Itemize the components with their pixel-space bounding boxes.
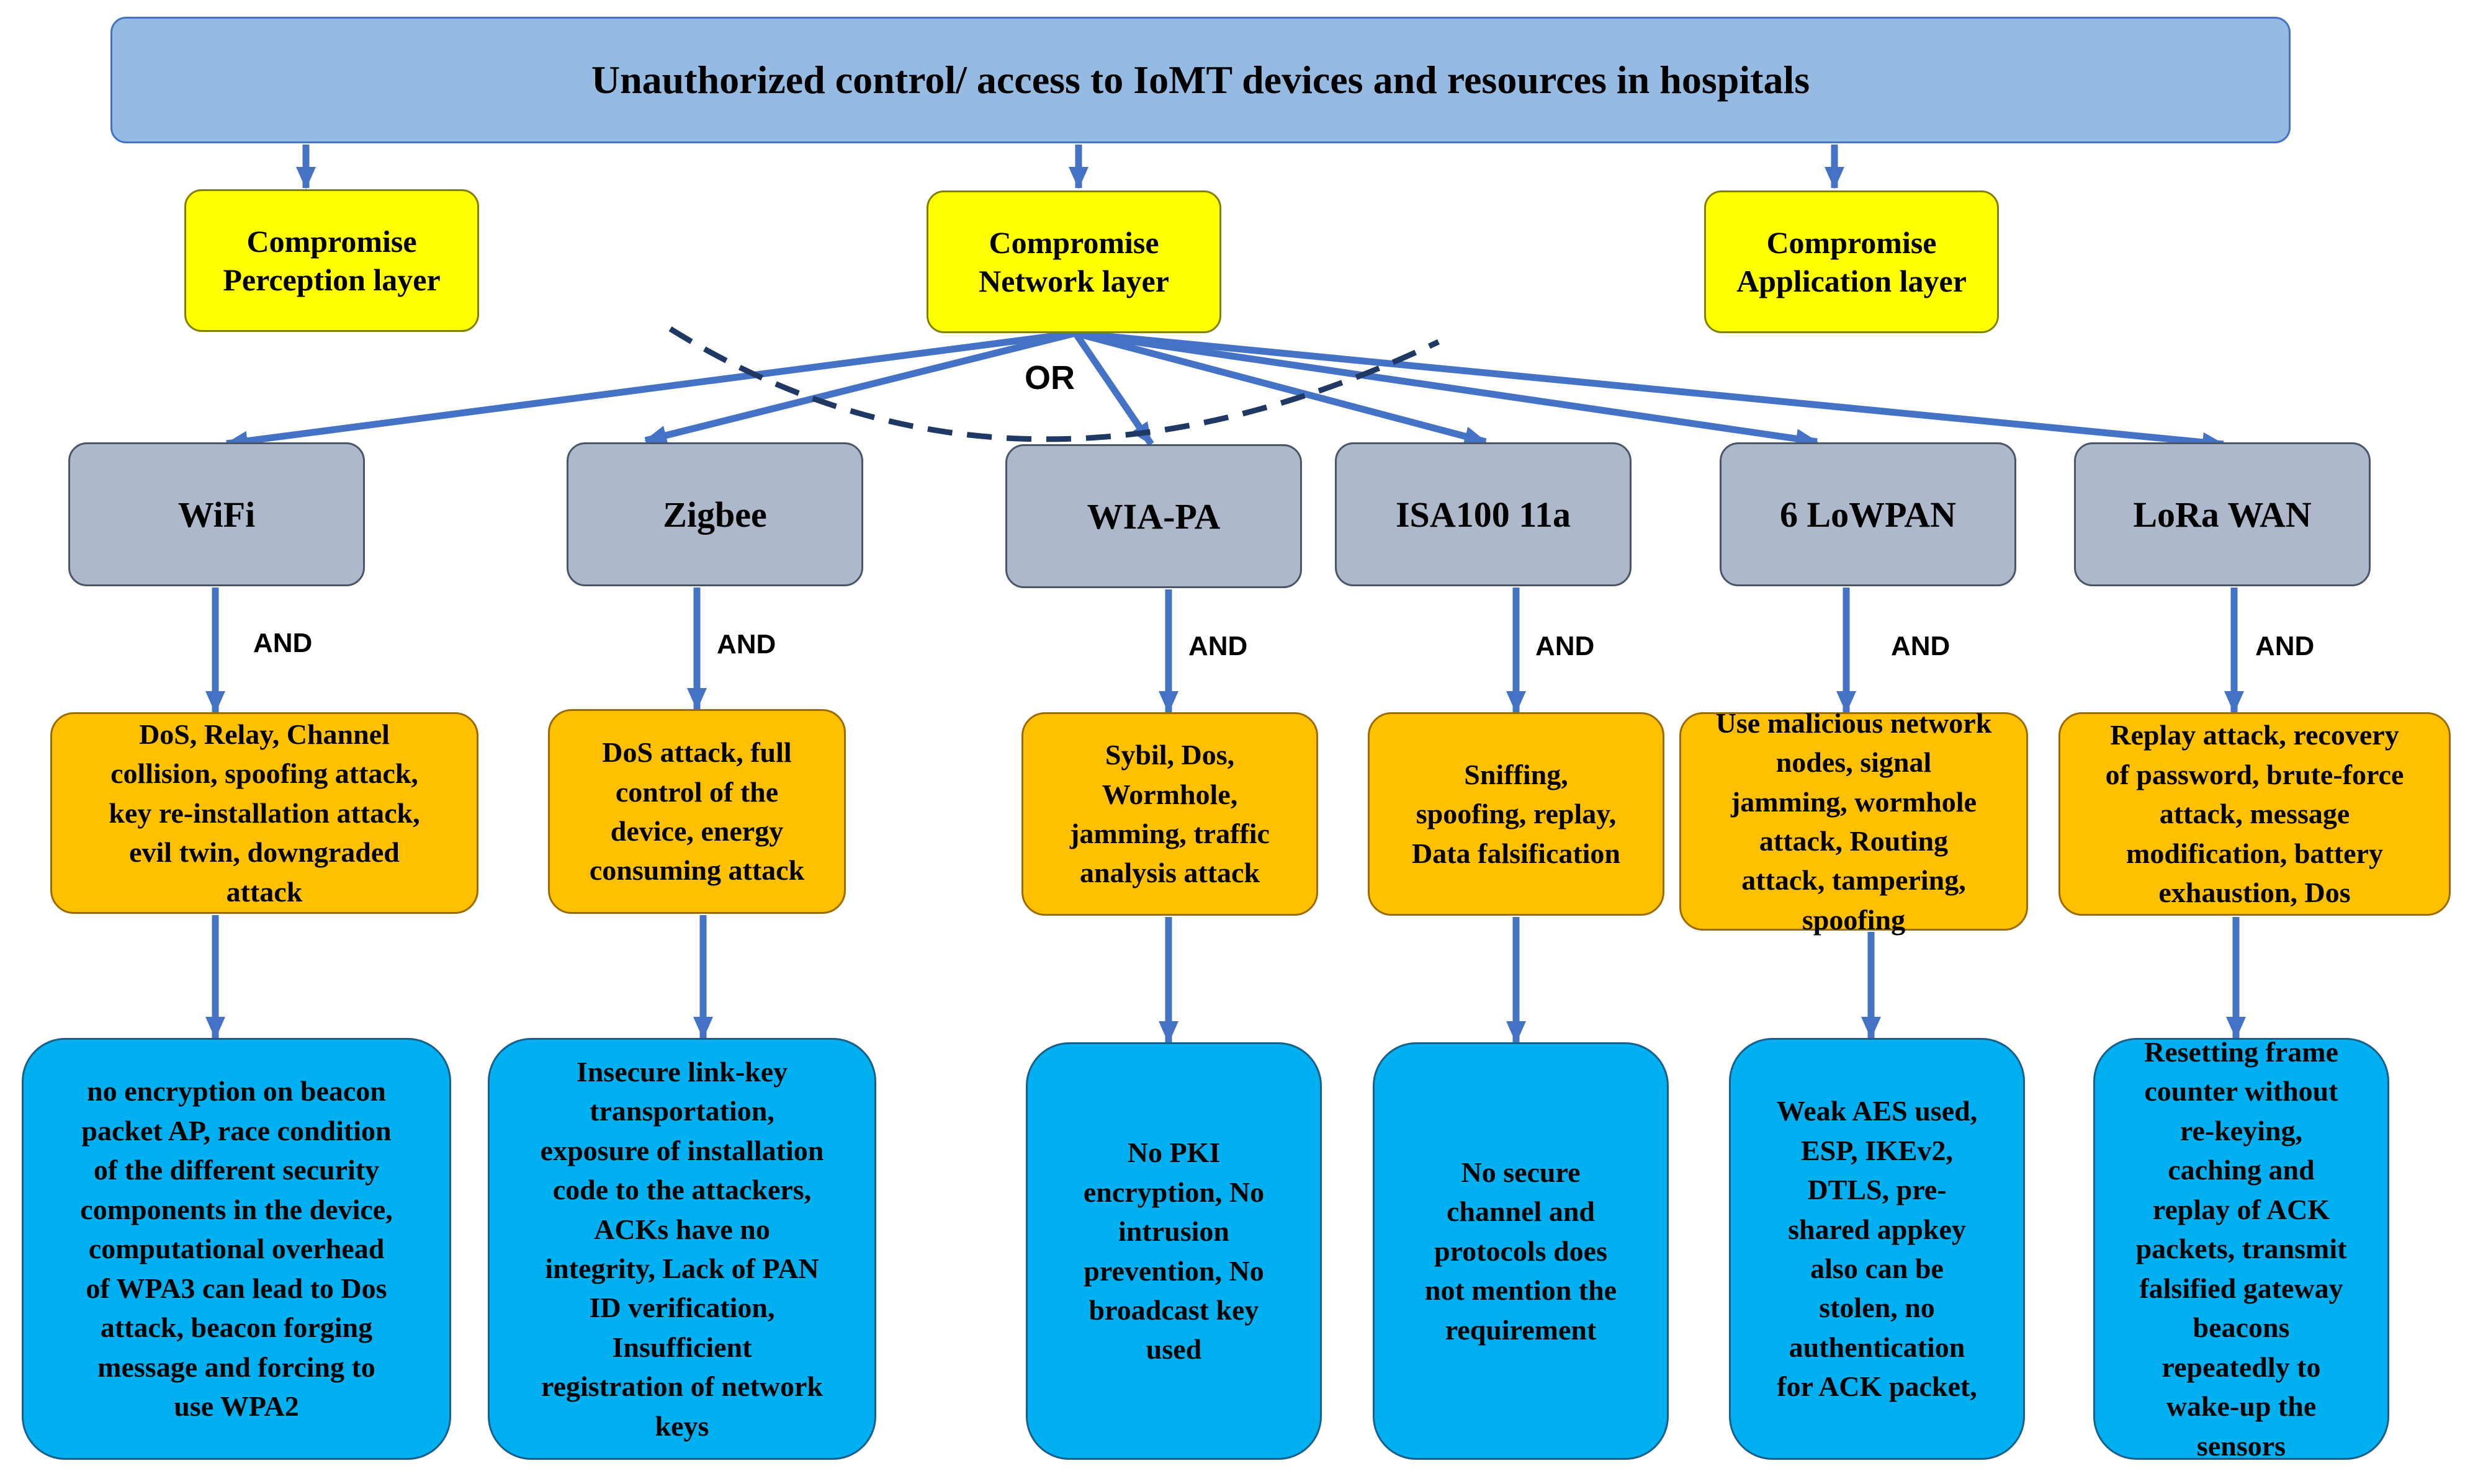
and-gate-label-zigbee: AND [717,629,776,659]
arrow-network-to-6lowpan [1075,329,1818,449]
perception-layer-node: Compromise Perception layer [184,189,479,332]
vulnerabilities-node-zigbee: Insecure link-key transportation, exposu… [488,1038,876,1460]
and-gate-label-wiapa: AND [1188,631,1248,661]
and-gate-label-lorawan: AND [2255,631,2315,661]
protocol-node-lorawan: LoRa WAN [2074,442,2371,586]
protocol-node-zigbee: Zigbee [567,442,863,586]
arrow-network-to-wifi [225,329,1076,451]
vulnerabilities-node-lorawan: Resetting frame counter without re-keyin… [2093,1036,2389,1462]
vulnerabilities-node-6lowpan: Weak AES used, ESP, IKEv2, DTLS, pre- sh… [1729,1038,2025,1460]
protocol-node-isa100: ISA100 11a [1335,442,1632,586]
attacks-node-zigbee: DoS attack, full control of the device, … [548,709,846,914]
attacks-node-6lowpan: Use malicious network nodes, signal jamm… [1679,707,2028,936]
and-gate-label-isa100: AND [1535,631,1595,661]
arrow-network-to-wiapa [1072,331,1154,447]
or-gate-label: OR [1025,359,1075,396]
arrow-network-to-zigbee [644,329,1077,445]
protocol-node-wiapa: WIA-PA [1005,444,1302,588]
application-layer-node: Compromise Application layer [1704,190,1999,333]
protocol-node-6lowpan: 6 LoWPAN [1720,442,2016,586]
attacks-node-isa100: Sniffing, spoofing, replay, Data falsifi… [1368,712,1664,916]
network-layer-node: Compromise Network layer [927,190,1221,333]
and-gate-label-6lowpan: AND [1891,631,1951,661]
arrow-network-to-isa100 [1074,329,1487,446]
arrow-network-to-lorawan [1075,329,2225,452]
vulnerabilities-node-wifi: no encryption on beacon packet AP, race … [22,1038,451,1460]
vulnerabilities-node-wiapa: No PKI encryption, No intrusion preventi… [1026,1042,1322,1460]
attacks-node-wiapa: Sybil, Dos, Wormhole, jamming, traffic a… [1021,712,1318,916]
and-gate-label-wifi: AND [253,628,313,658]
protocol-node-wifi: WiFi [68,442,365,586]
attacks-node-wifi: DoS, Relay, Channel collision, spoofing … [50,712,478,914]
diagram-title: Unauthorized control/ access to IoMT dev… [110,17,2291,143]
vulnerabilities-node-isa100: No secure channel and protocols does not… [1373,1042,1669,1460]
attacks-node-lorawan: Replay attack, recovery of password, bru… [2058,712,2451,916]
